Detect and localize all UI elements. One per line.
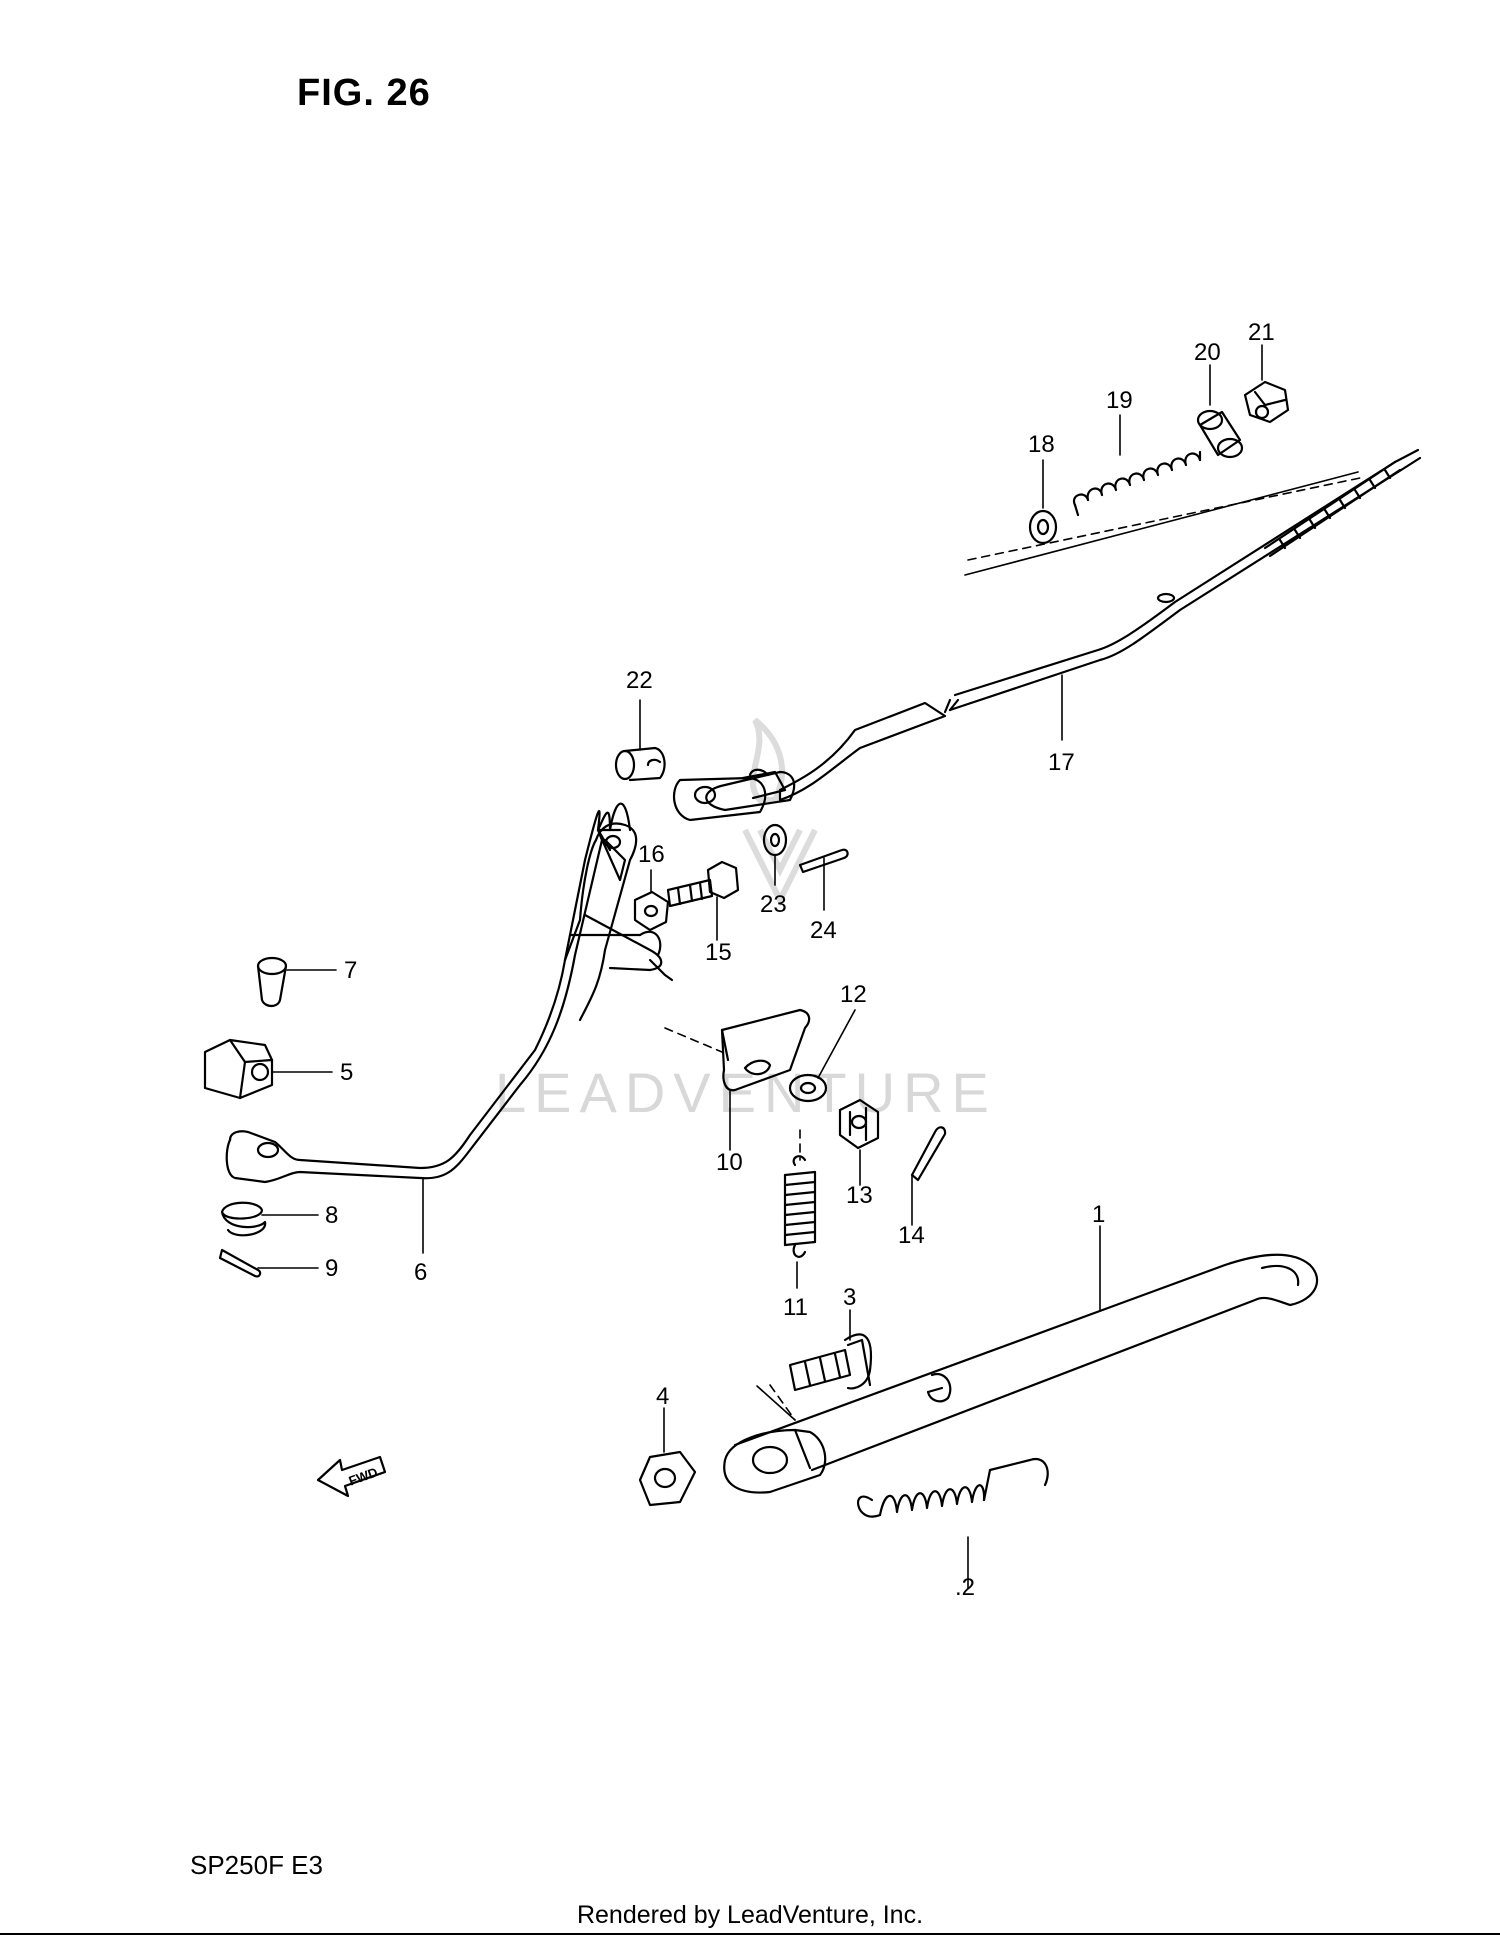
bolt-part-3 (788, 1333, 873, 1392)
stand-spring (857, 1457, 1049, 1518)
callout-11: 11 (783, 1294, 808, 1321)
cotter-pin-part-24 (798, 848, 849, 874)
rod-break-dash (943, 698, 960, 714)
bolt-part-15 (666, 860, 740, 908)
model-code: SP250F E3 (190, 1850, 323, 1880)
pin-part-7 (256, 956, 288, 1008)
callout-23: 23 (760, 891, 787, 918)
castle-nut-part-13 (838, 1098, 880, 1150)
callout-21: 21 (1248, 319, 1275, 346)
nut-part-4 (638, 1450, 697, 1507)
bracket-part-5 (203, 1038, 274, 1100)
assembly-centerlines (664, 477, 1361, 1421)
callout-10: 10 (716, 1149, 743, 1176)
cotter-pin-part-9 (218, 1248, 262, 1278)
callout-15: 15 (705, 939, 732, 966)
adjuster-nut-part-21 (1243, 380, 1290, 424)
callout-16: 16 (638, 841, 665, 868)
callout-20: 20 (1194, 339, 1221, 366)
callout-13: 13 (846, 1182, 873, 1209)
callout-17: 17 (1048, 749, 1075, 776)
callout-24: 24 (810, 917, 837, 944)
footer-credit: Rendered by LeadVenture, Inc. (576, 1901, 924, 1929)
nut-part-16 (633, 890, 670, 932)
leader-lines (257, 344, 1263, 1589)
spring-part-19 (1072, 450, 1202, 517)
forward-arrow-icon (316, 1455, 387, 1498)
footer-divider (0, 1933, 1500, 1935)
side-stand (723, 1253, 1319, 1494)
pedal-arm-pivot (563, 822, 674, 1022)
watermark-logo (742, 717, 818, 907)
spring-part-11 (783, 1155, 817, 1258)
stand-pivot-line (756, 1385, 796, 1421)
callout-5: 5 (340, 1059, 353, 1086)
cotter-pin-part-14 (910, 1126, 947, 1182)
washer-part-18 (1028, 509, 1058, 545)
washer-part-12 (788, 1073, 828, 1103)
spring-part-8 (220, 1201, 267, 1237)
callout-4: 4 (656, 1383, 669, 1410)
callout-8: 8 (325, 1202, 338, 1229)
brake-pedal (225, 802, 632, 1184)
callout-1: 1 (1092, 1201, 1105, 1228)
callout-9: 9 (325, 1255, 338, 1282)
callout-7: 7 (344, 957, 357, 984)
watermark-text: LEADVENTURE (495, 1061, 997, 1124)
callout-3: 3 (843, 1284, 856, 1311)
callout-19: 19 (1106, 387, 1133, 414)
clevis-pin-part-22 (614, 746, 666, 782)
callout-6: 6 (414, 1259, 427, 1286)
plate-part-10 (720, 1008, 811, 1092)
callout-2: .2 (955, 1574, 975, 1601)
callout-18: 18 (1028, 431, 1055, 458)
brake-rod (672, 448, 1422, 822)
sleeve-part-20 (1196, 409, 1244, 459)
callout-12: 12 (840, 981, 867, 1008)
callout-14: 14 (898, 1222, 925, 1249)
rod-axis-line (964, 471, 1359, 576)
figure-title: FIG. 26 (297, 72, 431, 114)
callout-labels: 1 .2 3 4 5 6 7 8 9 10 11 12 13 14 15 16 … (325, 319, 1275, 1601)
callout-22: 22 (626, 667, 653, 694)
